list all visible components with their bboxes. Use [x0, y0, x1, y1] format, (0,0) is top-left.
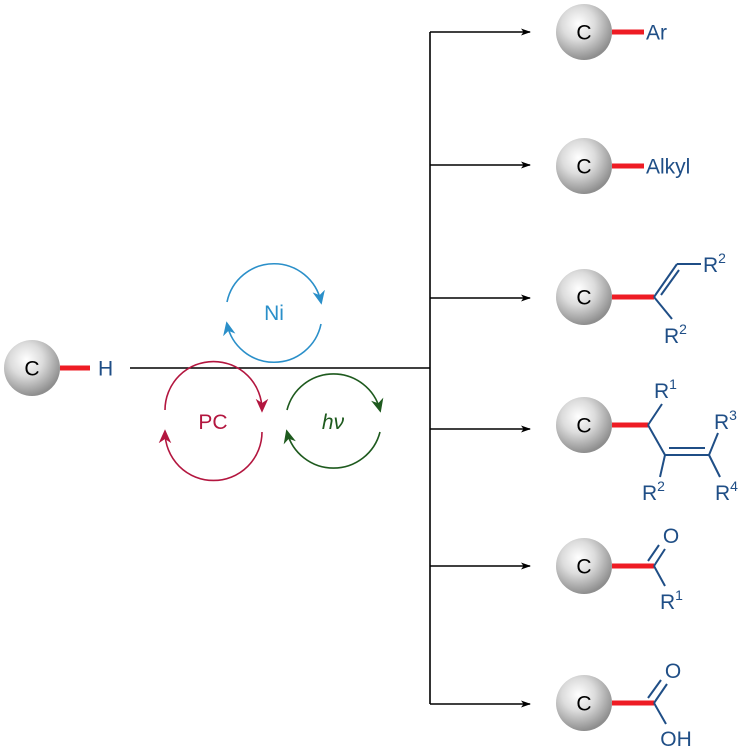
r1-label: R1 [660, 587, 683, 614]
hydroxyl-label: OH [660, 728, 692, 750]
r-symbol: R [703, 254, 718, 277]
allyl-ch2-bond [647, 424, 666, 456]
carbon-ball [556, 538, 612, 594]
r1-bond [653, 565, 666, 587]
r-superscript: 1 [669, 376, 677, 392]
ni-label: Ni [264, 302, 284, 325]
carbon-ball [556, 138, 612, 194]
pc-cycle-arc-bottom [158, 429, 263, 482]
carbon-label: C [576, 22, 591, 45]
oxygen-label: O [663, 525, 679, 548]
hv-cycle-arc-top [286, 373, 384, 413]
alkene-bond [653, 263, 678, 298]
r4-bond [708, 454, 721, 478]
r-symbol: R [654, 380, 669, 403]
ni-cycle-arc-top [226, 263, 325, 305]
r2-label: R2 [642, 478, 665, 505]
r-superscript: 2 [718, 250, 726, 266]
product-vinyl: C R2 R2 [556, 250, 726, 348]
hv-cycle-arc-bottom [283, 429, 381, 469]
r2-top-label: R2 [703, 250, 726, 277]
r-symbol: R [714, 411, 729, 434]
ni-cycle-arc-bottom [223, 321, 322, 363]
carbon-ball [556, 397, 612, 453]
r-symbol: R [715, 482, 730, 505]
r-superscript: 3 [729, 407, 737, 423]
product-allyl: C R1 R2 R3 R4 [556, 376, 738, 505]
carbonyl-bond-inner [647, 544, 660, 562]
alkene-bond-inner [660, 269, 680, 296]
product-carboxylic-acid: C O OH [556, 660, 692, 750]
aryl-label: Ar [646, 22, 667, 45]
r-symbol: R [660, 591, 675, 614]
starting-material: C H [4, 340, 113, 396]
carbonyl-bond-inner [647, 679, 662, 699]
carbon-ball [556, 675, 612, 731]
r-superscript: 2 [657, 478, 665, 494]
carbonyl-bond [653, 548, 666, 567]
reaction-lines [130, 28, 531, 708]
r3-bond [708, 432, 719, 456]
carbonyl-bond [653, 683, 668, 704]
r2-bond [659, 454, 666, 478]
carbon-ball [556, 269, 612, 325]
r-superscript: 1 [675, 587, 683, 603]
oxygen-label: O [665, 660, 681, 683]
carbon-ball [4, 340, 60, 396]
carbon-label: C [576, 287, 591, 310]
hydroxyl-bond [653, 702, 667, 725]
alkyl-label: Alkyl [646, 156, 690, 179]
carbon-ball [556, 4, 612, 60]
carbon-label: C [576, 556, 591, 579]
r1-bond [647, 403, 663, 426]
r-symbol: R [642, 482, 657, 505]
product-aryl: C Ar [556, 4, 667, 60]
r2-bottom-label: R2 [664, 321, 687, 348]
pc-cycle-arc-top [164, 360, 269, 413]
r-superscript: 2 [679, 321, 687, 337]
carbon-label: C [24, 358, 39, 381]
hv-cycle: hν [283, 373, 384, 469]
ni-cycle: Ni [223, 263, 325, 363]
product-ketone: C O R1 [556, 525, 683, 614]
r1-label: R1 [654, 376, 677, 403]
r-symbol: R [664, 325, 679, 348]
r-superscript: 4 [730, 478, 738, 494]
carbon-label: C [576, 415, 591, 438]
gem-substituent-bond [653, 296, 673, 320]
pc-cycle: PC [158, 360, 269, 482]
hydrogen-label: H [98, 358, 113, 381]
product-alkyl: C Alkyl [556, 138, 690, 194]
carbon-label: C [576, 693, 591, 716]
pc-label: PC [198, 411, 227, 434]
r4-label: R4 [715, 478, 738, 505]
carbon-label: C [576, 156, 591, 179]
hv-label: hν [322, 411, 345, 434]
r3-label: R3 [714, 407, 737, 434]
